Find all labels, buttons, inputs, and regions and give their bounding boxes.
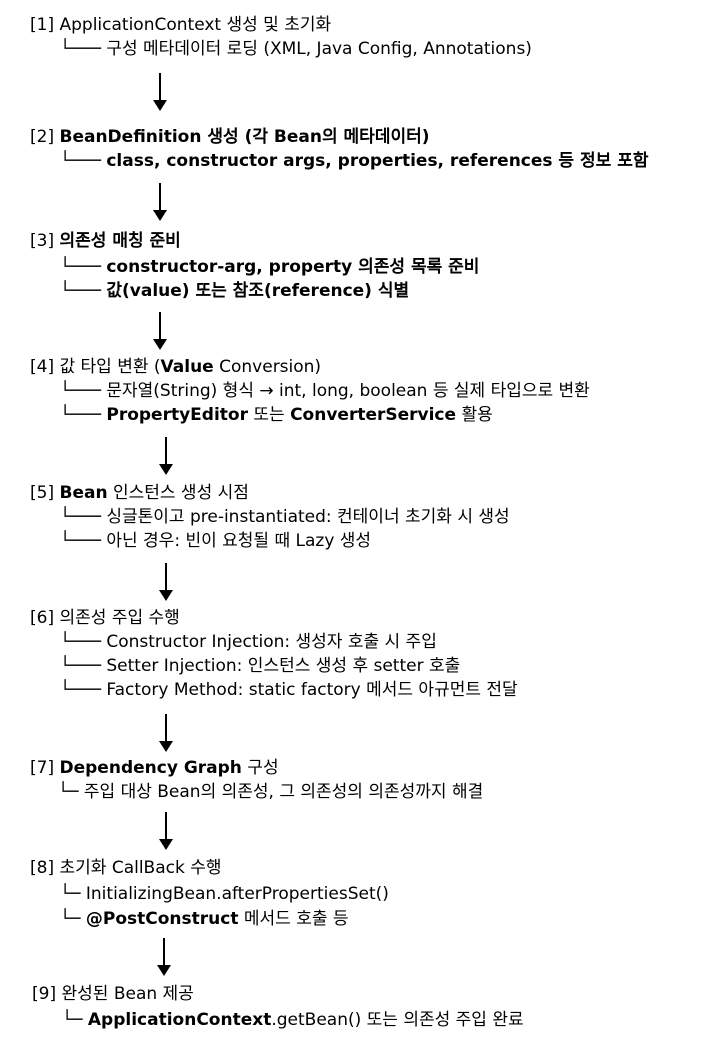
tree-branch: └───	[60, 151, 101, 171]
step-title: [4] 값 타입 변환 (Value Conversion)	[30, 356, 321, 378]
down-arrow-icon	[156, 938, 172, 976]
down-arrow-icon	[152, 73, 168, 111]
text-segment: 싱글톤이고 pre-instantiated: 컨테이너 초기화 시 생성	[106, 507, 510, 527]
text-segment: constructor-arg, property 의존성 목록 준비	[106, 257, 480, 277]
step-title: [1] ApplicationContext 생성 및 초기화	[30, 14, 331, 36]
step-number: [1]	[30, 15, 55, 35]
step-detail: └─── 구성 메타데이터 로딩 (XML, Java Config, Anno…	[60, 38, 532, 60]
step-detail: └─── 싱글톤이고 pre-instantiated: 컨테이너 초기화 시 …	[60, 506, 510, 528]
down-arrow-icon	[158, 437, 174, 475]
step-detail: └─── class, constructor args, properties…	[60, 150, 648, 172]
down-arrow-icon	[158, 812, 174, 850]
tree-branch: └───	[60, 680, 101, 700]
step-detail: └─ @PostConstruct 메서드 호출 등	[60, 908, 349, 930]
step-title: [9] 완성된 Bean 제공	[32, 983, 194, 1005]
tree-branch: └───	[60, 656, 101, 676]
tree-branch: └─	[58, 782, 79, 802]
text-segment: 초기화 CallBack 수행	[59, 858, 222, 878]
text-segment: .getBean() 또는 의존성 주입 완료	[271, 1010, 524, 1030]
text-segment: 인스턴스 생성 시점	[107, 483, 249, 503]
step-title: [5] Bean 인스턴스 생성 시점	[30, 482, 249, 504]
text-segment: 구성	[241, 758, 279, 778]
step-detail: └─── constructor-arg, property 의존성 목록 준비	[60, 256, 479, 278]
text-segment: Setter Injection: 인스턴스 생성 후 setter 호출	[106, 656, 461, 676]
tree-branch: └───	[60, 381, 101, 401]
text-segment: ConverterService	[290, 405, 457, 425]
down-arrow-icon	[152, 312, 168, 350]
text-segment: Factory Method: static factory 메서드 아규먼트 …	[106, 680, 518, 700]
text-segment: Dependency Graph	[59, 758, 242, 778]
text-segment: 완성된 Bean 제공	[61, 984, 194, 1004]
step-detail: └─── Setter Injection: 인스턴스 생성 후 setter …	[60, 655, 460, 677]
tree-branch: └─	[62, 1010, 83, 1030]
step-detail: └─── 문자열(String) 형식 → int, long, boolean…	[60, 380, 590, 402]
text-segment: 아닌 경우: 빈이 요청될 때 Lazy 생성	[106, 531, 372, 551]
step-detail: └─── 아닌 경우: 빈이 요청될 때 Lazy 생성	[60, 530, 371, 552]
text-segment: InitializingBean.afterPropertiesSet()	[85, 884, 389, 904]
text-segment: 문자열(String) 형식 → int, long, boolean 등 실제…	[106, 381, 590, 401]
step-number: [9]	[32, 984, 57, 1004]
text-segment: PropertyEditor	[106, 405, 248, 425]
text-segment: 값(value) 또는 참조(reference) 식별	[106, 281, 410, 301]
step-detail: └─ 주입 대상 Bean의 의존성, 그 의존성의 의존성까지 해결	[58, 781, 483, 803]
step-detail: └─ InitializingBean.afterPropertiesSet()	[60, 883, 389, 905]
text-segment: 의존성 매칭 준비	[59, 231, 181, 251]
text-segment: Value	[160, 357, 214, 377]
step-number: [3]	[30, 231, 55, 251]
step-title: [2] BeanDefinition 생성 (각 Bean의 메타데이터)	[30, 126, 430, 148]
step-title: [7] Dependency Graph 구성	[30, 757, 279, 779]
step-number: [8]	[30, 858, 55, 878]
tree-branch: └─	[60, 909, 81, 929]
down-arrow-icon	[158, 563, 174, 601]
text-segment: Conversion)	[213, 357, 322, 377]
tree-branch: └───	[60, 405, 101, 425]
step-detail: └─── Constructor Injection: 생성자 호출 시 주입	[60, 631, 437, 653]
text-segment: ApplicationContext 생성 및 초기화	[59, 15, 332, 35]
step-detail: └─── PropertyEditor 또는 ConverterService …	[60, 404, 493, 426]
tree-branch: └───	[60, 257, 101, 277]
tree-branch: └───	[60, 531, 101, 551]
text-segment: BeanDefinition 생성 (각 Bean의 메타데이터)	[59, 127, 430, 147]
step-title: [6] 의존성 주입 수행	[30, 607, 180, 629]
text-segment: Constructor Injection: 생성자 호출 시 주입	[106, 632, 437, 652]
text-segment: 의존성 주입 수행	[59, 608, 180, 628]
text-segment: ApplicationContext	[87, 1010, 272, 1030]
step-detail: └─── Factory Method: static factory 메서드 …	[60, 679, 518, 701]
tree-branch: └─	[60, 884, 81, 904]
text-segment: 값 타입 변환 (	[59, 357, 161, 377]
text-segment: 메서드 호출 등	[238, 909, 349, 929]
tree-branch: └───	[60, 281, 101, 301]
text-segment: class, constructor args, properties, ref…	[106, 151, 649, 171]
text-segment: 주입 대상 Bean의 의존성, 그 의존성의 의존성까지 해결	[83, 782, 484, 802]
text-segment: 구성 메타데이터 로딩 (XML, Java Config, Annotatio…	[106, 39, 532, 59]
text-segment: Bean	[59, 483, 108, 503]
step-detail: └─── 값(value) 또는 참조(reference) 식별	[60, 280, 409, 302]
down-arrow-icon	[158, 714, 174, 752]
step-title: [3] 의존성 매칭 준비	[30, 230, 181, 252]
step-detail: └─ ApplicationContext.getBean() 또는 의존성 주…	[62, 1009, 524, 1031]
tree-branch: └───	[60, 632, 101, 652]
text-segment: 또는	[247, 405, 291, 425]
step-number: [4]	[30, 357, 55, 377]
down-arrow-icon	[152, 183, 168, 221]
step-number: [5]	[30, 483, 55, 503]
step-title: [8] 초기화 CallBack 수행	[30, 857, 222, 879]
step-number: [6]	[30, 608, 55, 628]
text-segment: @PostConstruct	[85, 909, 239, 929]
text-segment: 활용	[456, 405, 493, 425]
tree-branch: └───	[60, 507, 101, 527]
tree-branch: └───	[60, 39, 101, 59]
step-number: [7]	[30, 758, 55, 778]
step-number: [2]	[30, 127, 55, 147]
